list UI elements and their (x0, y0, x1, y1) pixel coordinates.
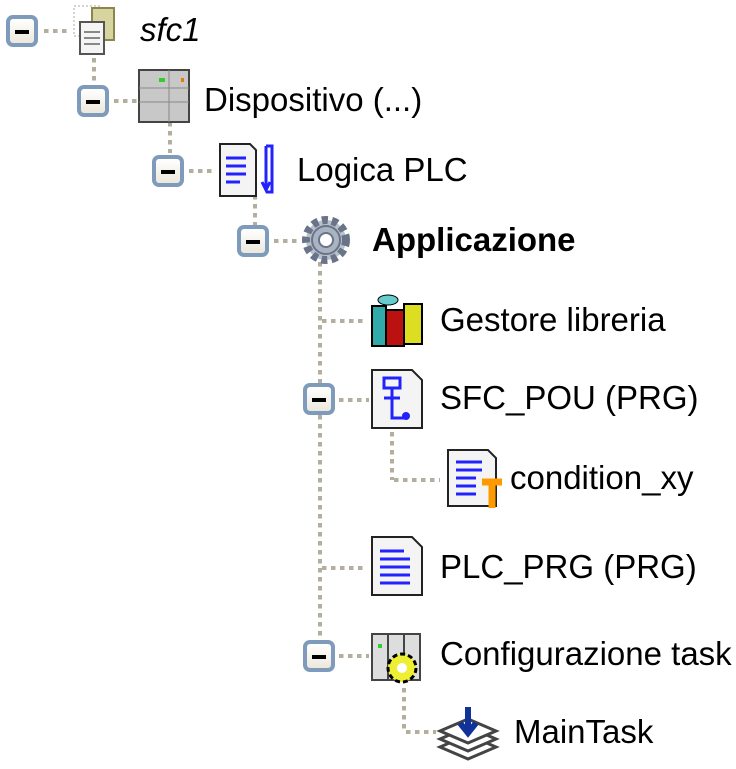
tree-line (322, 319, 366, 323)
transition-icon (447, 449, 502, 508)
task-icon (436, 707, 500, 761)
device-icon (138, 69, 190, 123)
tree-line (114, 99, 138, 103)
collapse-toggle-sfc1[interactable] (6, 15, 38, 47)
collapse-toggle-sfc-pou[interactable] (303, 383, 335, 415)
tree-item-label: sfc1 (140, 11, 201, 48)
plc-logic-icon (219, 143, 274, 197)
tree-item-label: MainTask (514, 713, 654, 750)
tree-item-label: Gestore libreria (440, 301, 666, 338)
task-config-icon (371, 633, 421, 684)
tree-item-label: PLC_PRG (PRG) (440, 548, 697, 585)
application-gear-icon (302, 216, 350, 264)
tree-line (274, 239, 298, 243)
collapse-toggle-applicazione[interactable] (237, 225, 269, 257)
tree-line (339, 654, 369, 658)
tree-item-label: Applicazione (372, 221, 576, 258)
tree-line (390, 432, 394, 480)
sfc-pou-icon (371, 369, 423, 429)
collapse-toggle-logica-plc[interactable] (152, 155, 184, 187)
tree-line (339, 398, 369, 402)
tree-line (253, 195, 257, 225)
tree-line (318, 262, 322, 640)
program-icon (371, 536, 423, 596)
collapse-toggle-configurazione-task[interactable] (303, 640, 335, 672)
tree-line (189, 169, 213, 173)
tree-line (322, 566, 366, 570)
project-icon (73, 5, 115, 55)
tree-line (44, 29, 68, 33)
tree-item-label: condition_xy (510, 459, 694, 496)
tree-item-label: SFC_POU (PRG) (440, 379, 699, 416)
tree-line (406, 730, 436, 734)
tree-line (168, 95, 172, 153)
tree-line (92, 58, 96, 86)
tree-line (394, 478, 440, 482)
collapse-toggle-dispositivo[interactable] (77, 85, 109, 117)
tree-item-label: Logica PLC (297, 151, 468, 188)
tree-item-label: Configurazione task (440, 635, 732, 672)
tree-item-label: Dispositivo (...) (204, 81, 423, 118)
library-books-icon (371, 294, 423, 347)
tree-line (402, 688, 406, 732)
